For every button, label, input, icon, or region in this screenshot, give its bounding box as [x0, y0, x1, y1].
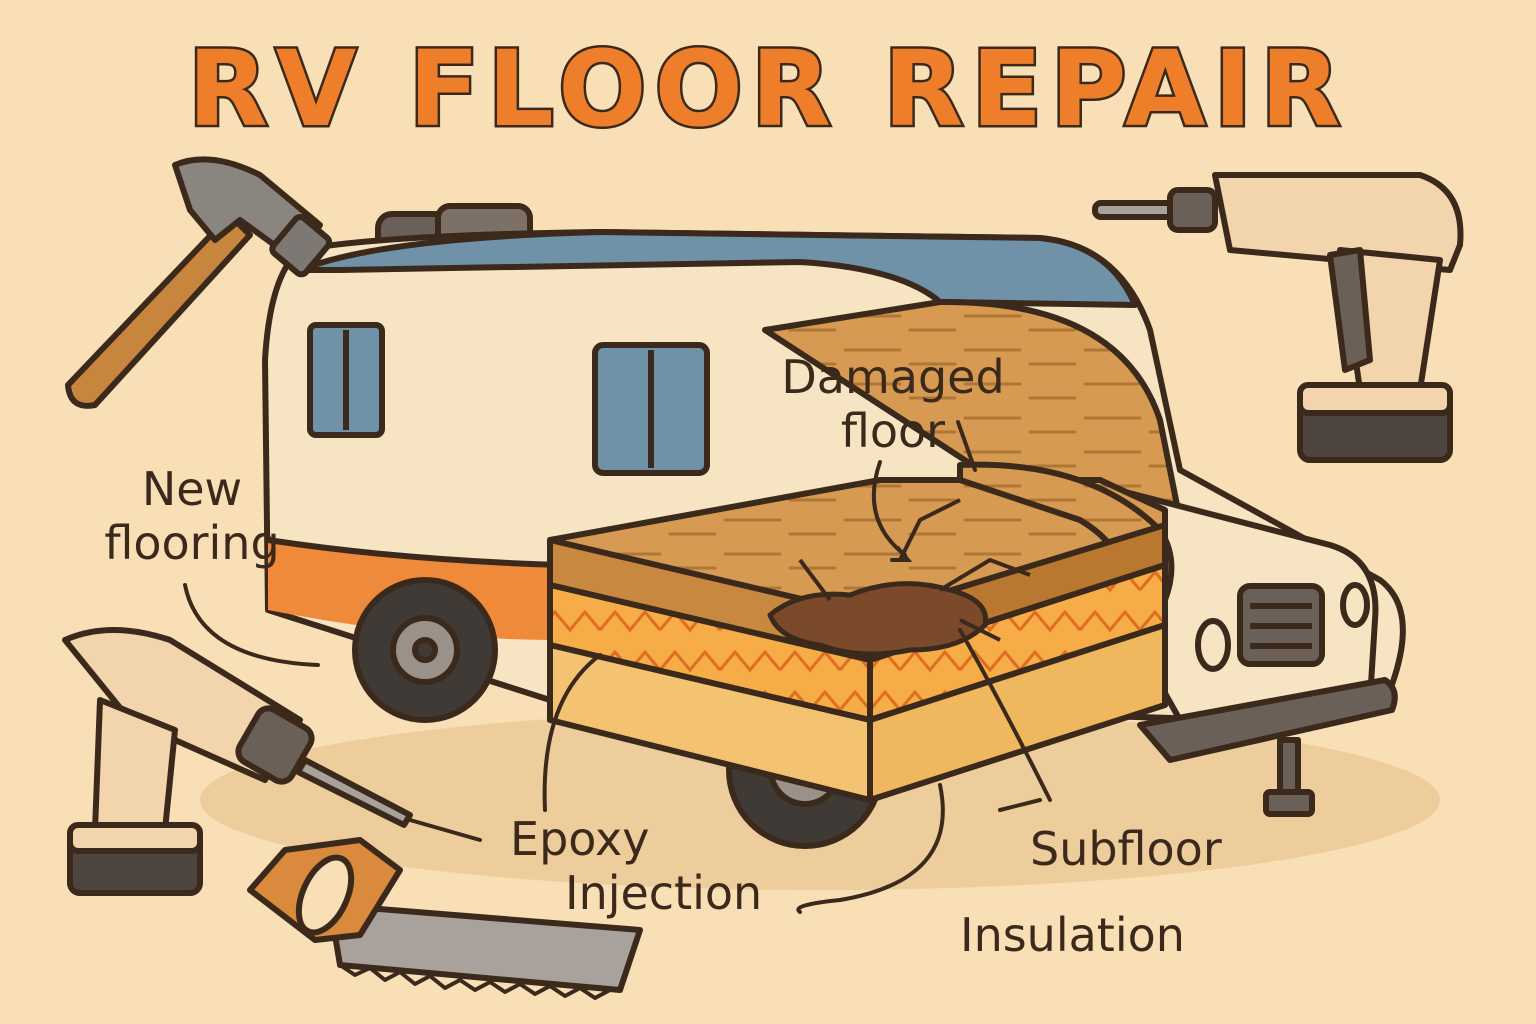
label-damaged-floor: Damaged floor [778, 350, 1008, 458]
hand-saw-icon [247, 837, 643, 1000]
floor-cross-section [547, 461, 1175, 803]
label-new-flooring-line1: New [141, 462, 243, 516]
label-epoxy-injection-line1: Epoxy [510, 812, 650, 866]
label-subfloor: Subfloor [1030, 822, 1222, 876]
drill-icon [62, 627, 413, 896]
label-epoxy-injection-line2: Injection [565, 866, 763, 920]
label-damaged-floor-line2: floor [840, 404, 946, 458]
hammer-icon [65, 156, 333, 409]
label-damaged-floor-line1: Damaged [781, 350, 1005, 404]
label-epoxy-injection: Epoxy Injection [480, 812, 800, 920]
label-new-flooring-line2: flooring [104, 516, 280, 570]
drill-icon [1092, 172, 1464, 463]
label-insulation: Insulation [960, 908, 1185, 962]
page-title: RV FLOOR REPAIR [185, 26, 1349, 153]
leader-lines [183, 420, 1052, 914]
label-new-flooring: New flooring [92, 462, 292, 570]
